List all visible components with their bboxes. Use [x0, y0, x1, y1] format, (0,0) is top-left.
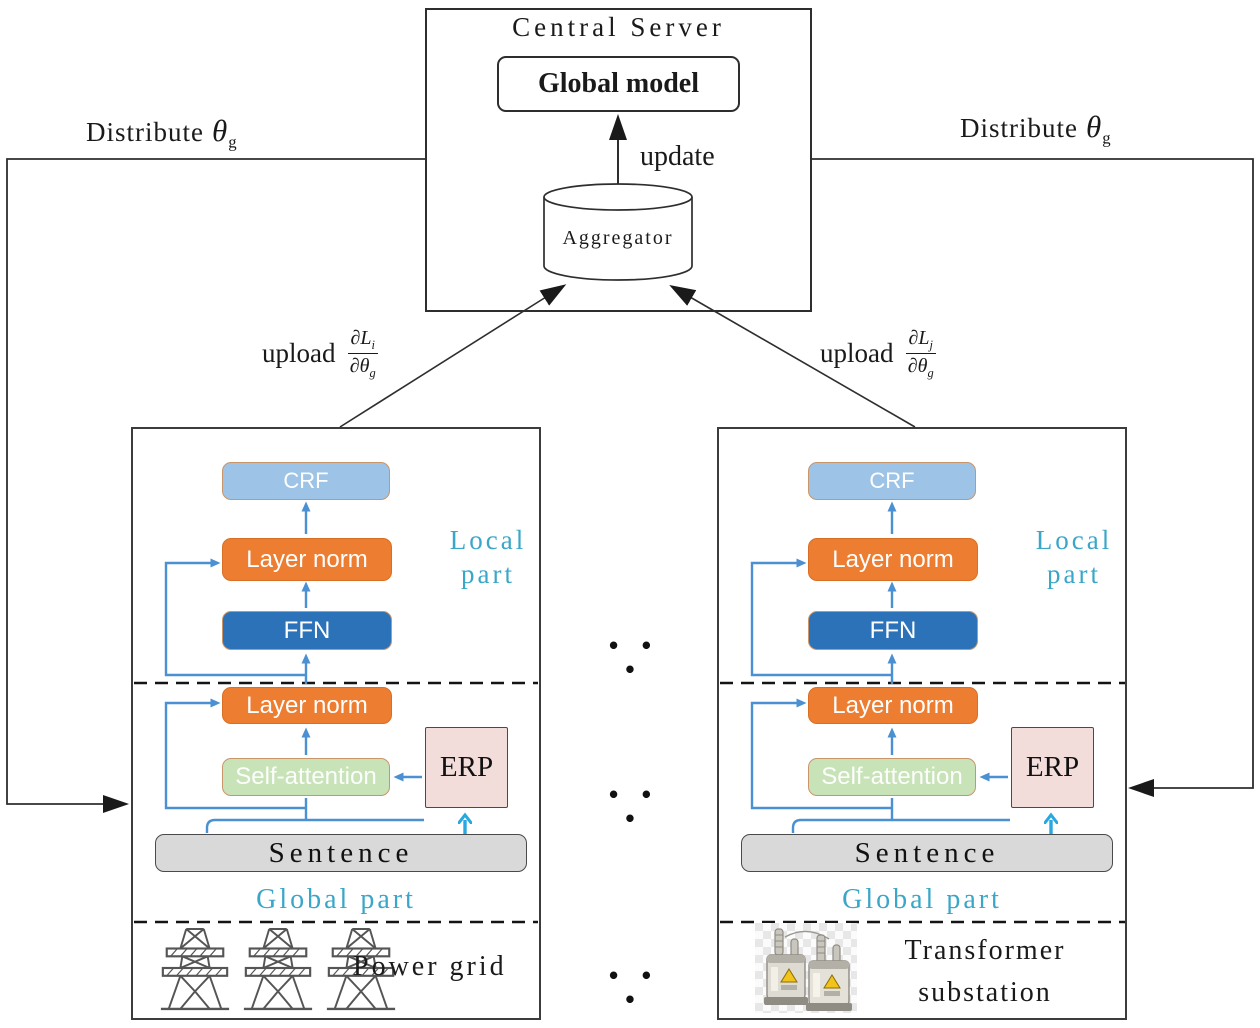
power-grid-icons [157, 925, 399, 1011]
client-transformer-substation: CRF Layer norm FFN Layer norm Self-atten… [717, 427, 1127, 1020]
upload-label-left: upload ∂Li ∂θg [262, 327, 378, 381]
local-part-line2: part [1047, 559, 1101, 589]
domain-line1: Transformer [904, 935, 1066, 966]
erp-block: ERP [1011, 727, 1094, 808]
client-power-grid: CRF Layer norm FFN Layer norm Self-atten… [131, 427, 541, 1020]
local-part-label: Local part [1003, 523, 1145, 591]
central-server-title: Central Server [512, 12, 725, 42]
gradient-fraction: ∂Li ∂θg [347, 327, 378, 381]
erp-block: ERP [425, 727, 508, 808]
central-server-box [425, 8, 812, 312]
theta-symbol: θ [1086, 109, 1103, 144]
self-attention-block: Self-attention [222, 758, 390, 796]
distribute-label-right: Distribute θg [960, 109, 1112, 148]
theta-symbol: θ [212, 113, 229, 148]
sentence-block: Sentence [741, 834, 1113, 872]
upload-label-right: upload ∂Lj ∂θg [820, 327, 936, 381]
distribute-text: Distribute [86, 117, 204, 147]
ffn-block: FFN [808, 611, 978, 650]
local-part-line1: Local [449, 525, 527, 555]
domain-line2: substation [918, 977, 1052, 1008]
fraction-numerator-sub: j [929, 338, 933, 352]
distribute-text: Distribute [960, 113, 1078, 143]
fraction-denominator-sub: g [927, 366, 934, 381]
global-part-label: Global part [842, 884, 1002, 915]
ffn-block: FFN [222, 611, 392, 650]
domain-label: Power grid [353, 951, 507, 982]
layer-norm-global-block: Layer norm [222, 687, 392, 724]
global-part-label: Global part [256, 884, 416, 915]
layer-norm-global-block: Layer norm [808, 687, 978, 724]
distribute-label-left: Distribute θg [86, 113, 238, 152]
local-part-label: Local part [417, 523, 559, 591]
fraction-numerator-sub: i [371, 338, 375, 352]
fraction-denominator: ∂θ [907, 355, 928, 378]
sentence-block: Sentence [155, 834, 527, 872]
local-part-line2: part [461, 559, 515, 589]
domain-label: Transformer substation [855, 930, 1115, 1014]
crf-block: CRF [808, 462, 976, 500]
transmission-tower-icon [160, 928, 230, 1011]
upload-text: upload [820, 338, 894, 369]
transformer-substation-icon [755, 923, 857, 1013]
fraction-numerator: ∂L [908, 327, 930, 349]
transmission-tower-icon [242, 927, 314, 1011]
theta-subscript: g [1102, 128, 1112, 148]
aggregator-label: Aggregator [562, 227, 674, 249]
layer-norm-local-block: Layer norm [808, 538, 978, 581]
fraction-denominator: ∂θ [349, 355, 370, 378]
local-part-line1: Local [1035, 525, 1113, 555]
update-label: update [640, 141, 715, 172]
self-attention-block: Self-attention [808, 758, 976, 796]
ellipsis-dots: • • • [606, 634, 660, 682]
fraction-numerator: ∂L [350, 327, 372, 349]
gradient-fraction: ∂Lj ∂θg [905, 327, 936, 381]
crf-block: CRF [222, 462, 390, 500]
ellipsis-dots: • • • [606, 783, 660, 831]
layer-norm-local-block: Layer norm [222, 538, 392, 581]
theta-subscript: g [228, 132, 238, 152]
fraction-denominator-sub: g [369, 366, 376, 381]
ellipsis-dots: • • • [606, 964, 660, 1012]
upload-text: upload [262, 338, 336, 369]
global-model-box: Global model [497, 56, 740, 112]
